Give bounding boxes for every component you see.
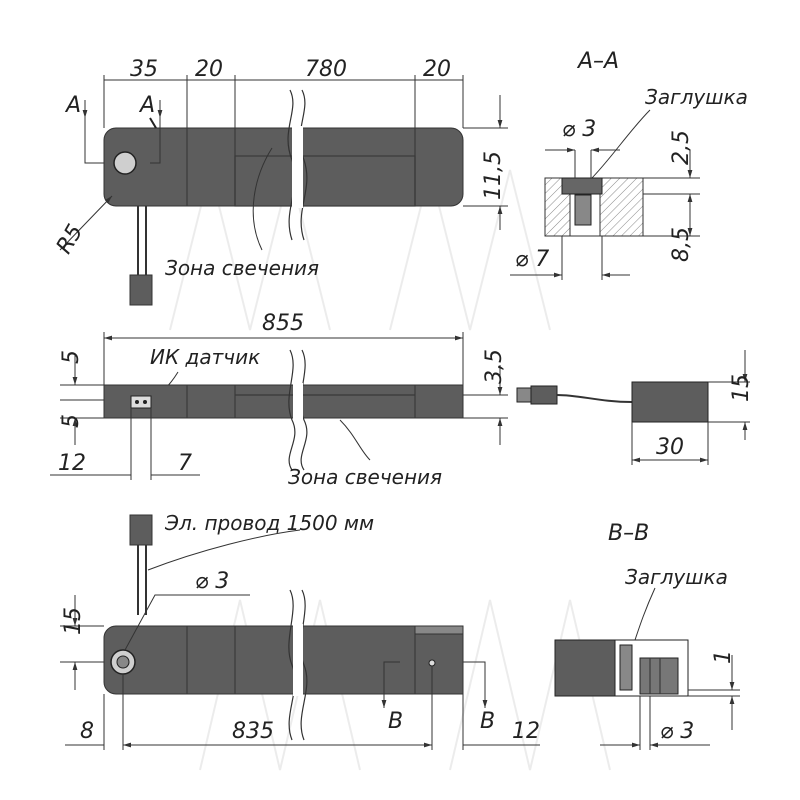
diameter-7-aa: ⌀ 7 bbox=[515, 247, 549, 272]
dim-15-bottom: 15 bbox=[61, 607, 86, 635]
section-aa-title: A–A bbox=[576, 49, 619, 74]
ir-sensor-label: ИК датчик bbox=[150, 345, 260, 369]
driver-unit: 15 30 bbox=[516, 350, 754, 465]
driver-box bbox=[631, 381, 709, 423]
section-b-b: B–B Заглушка 1 ⌀ 3 bbox=[554, 521, 740, 750]
diameter-3-aa: ⌀ 3 bbox=[562, 117, 596, 142]
height-2-5: 2,5 bbox=[669, 130, 694, 165]
dim-35: 35 bbox=[130, 57, 158, 82]
dim-780: 780 bbox=[305, 57, 347, 82]
plug-label-aa: Заглушка bbox=[645, 85, 748, 109]
dim-11-5: 11,5 bbox=[481, 151, 506, 200]
connector-plug-bottom bbox=[129, 514, 153, 546]
dim-20-right: 20 bbox=[423, 57, 451, 82]
front-view: 855 ИК датчик 5 5 3,5 bbox=[50, 311, 508, 489]
section-mark-a-right: A bbox=[138, 93, 155, 118]
profile-body-top bbox=[103, 127, 464, 207]
height-8-5: 8,5 bbox=[669, 227, 694, 262]
profile-body-front bbox=[103, 384, 464, 419]
dim-3-5: 3,5 bbox=[482, 349, 507, 384]
diameter-3-bb: ⌀ 3 bbox=[660, 719, 694, 744]
dim-1-bb: 1 bbox=[711, 650, 736, 664]
dim-5-bottom: 5 bbox=[59, 414, 84, 428]
dim-7-front: 7 bbox=[178, 451, 192, 476]
wire-label: Эл. провод 1500 мм bbox=[164, 511, 374, 535]
section-mark-a-left: A bbox=[64, 93, 81, 118]
dim-855: 855 bbox=[262, 311, 304, 336]
plug-label-bb: Заглушка bbox=[625, 565, 728, 589]
connector-plug-top bbox=[129, 274, 153, 306]
section-mark-b-left: B bbox=[388, 709, 403, 734]
dim-835: 835 bbox=[232, 719, 274, 744]
driver-height-15: 15 bbox=[729, 374, 754, 402]
section-bb-title: B–B bbox=[608, 521, 649, 546]
dim-20-left: 20 bbox=[195, 57, 223, 82]
glow-zone-label-top: Зона свечения bbox=[165, 256, 319, 280]
dim-8-bottom: 8 bbox=[80, 719, 94, 744]
glow-zone-label-front: Зона свечения bbox=[288, 465, 442, 489]
end-cap-circle bbox=[113, 151, 137, 175]
dim-5-top: 5 bbox=[59, 350, 84, 364]
diameter-3-bottom: ⌀ 3 bbox=[195, 569, 229, 594]
ir-sensor bbox=[130, 395, 152, 409]
profile-body-bottom bbox=[103, 625, 464, 695]
section-a-a: A–A Заглушка ⌀ 3 ⌀ 7 2,5 8,5 bbox=[510, 49, 748, 280]
section-mark-b-right: B bbox=[480, 709, 495, 734]
dim-12-front: 12 bbox=[58, 451, 86, 476]
bottom-view: Эл. провод 1500 мм ⌀ 3 15 B B bbox=[60, 511, 540, 750]
driver-width-30: 30 bbox=[656, 435, 684, 460]
dim-12-bottom: 12 bbox=[512, 719, 540, 744]
top-view: 35 20 780 20 A A R5 bbox=[52, 57, 508, 306]
